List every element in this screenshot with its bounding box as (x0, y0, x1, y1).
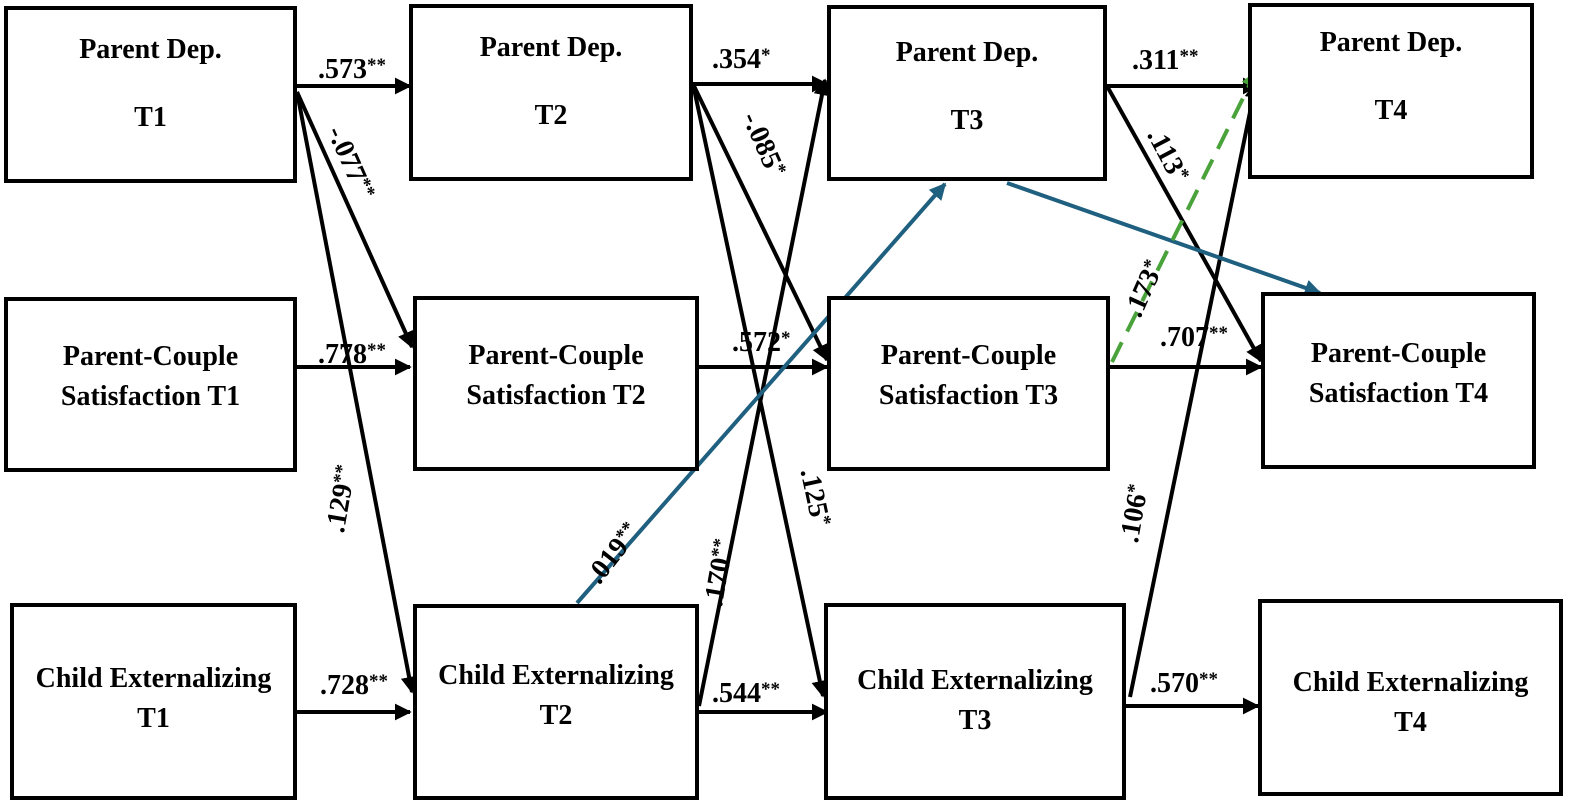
coef-sig: ** (367, 340, 386, 361)
arrow-dep-t3-to-sat-t4 (1105, 85, 1263, 363)
coef-value: .707 (1160, 322, 1209, 353)
node-label-line2: T1 (134, 102, 167, 133)
arrow-blue-ext-t2-to-dep-t3 (575, 182, 947, 605)
node-child-ext-t1: Child Externalizing T1 (10, 603, 297, 800)
node-child-ext-t2: Child Externalizing T2 (413, 604, 699, 800)
coef-value: .354 (712, 44, 761, 75)
arrow-ext-t3-to-dep-t4 (1128, 81, 1262, 698)
node-label-line2: T4 (1394, 707, 1427, 738)
arrow-dep-t2-to-ext-t3 (691, 83, 829, 698)
coef-sig: ** (1179, 46, 1199, 67)
node-label-line2: T2 (539, 700, 573, 731)
node-label-line2: T4 (1374, 95, 1408, 126)
node-label-line2: T3 (950, 105, 984, 136)
coef-value: .778 (318, 339, 367, 370)
node-label-line1: Parent Dep. (479, 32, 623, 63)
node-label-line1: Child Externalizing (438, 660, 674, 691)
coef-sig: ** (369, 671, 388, 692)
node-label-line1: Parent-Couple (1310, 338, 1487, 369)
coef-sig: ** (707, 536, 732, 560)
node-label-line1: Child Externalizing (857, 665, 1093, 696)
coef-sat-t2-sat-t3: .572* (732, 327, 791, 358)
node-label-line1: Parent Dep. (895, 37, 1039, 68)
coef-ext-t3-ext-t4: .570** (1150, 668, 1218, 699)
coef-value: .570 (1150, 668, 1199, 699)
coef-sat-t1-sat-t2: .778** (318, 339, 386, 370)
node-parent-dep-t2: Parent Dep. T2 (409, 4, 693, 181)
node-label-line2: Satisfaction T2 (466, 380, 646, 411)
node-child-ext-t4: Child Externalizing T4 (1258, 599, 1563, 796)
node-couple-satisfaction-t4: Parent-Couple Satisfaction T4 (1261, 292, 1536, 469)
node-label-line1: Parent Dep. (1319, 27, 1463, 58)
coef-sig: * (781, 328, 791, 349)
arrow-dep-t1-to-sat-t2 (295, 91, 414, 349)
coef-sat-t3-sat-t4: .707** (1160, 322, 1228, 353)
coef-sig: ** (1199, 669, 1218, 690)
coef-ext-t1-ext-t2: .728** (320, 670, 388, 701)
coef-ext-t2-ext-t3: .544** (712, 678, 780, 709)
arrow-blue-dep-t3-to-sat-t4 (1006, 181, 1322, 296)
node-label-line1: Parent Dep. (79, 34, 222, 65)
coef-sig: * (761, 45, 771, 66)
node-parent-dep-t4: Parent Dep. T4 (1248, 3, 1534, 179)
coef-value: .544 (712, 678, 761, 709)
coef-sig: ** (761, 679, 780, 700)
node-label-line2: Satisfaction T1 (60, 381, 241, 412)
arrow-dep-t2-to-sat-t3 (691, 83, 829, 362)
node-couple-satisfaction-t3: Parent-Couple Satisfaction T3 (827, 296, 1110, 471)
node-label-line2: Satisfaction T3 (878, 380, 1059, 411)
coef-sig: ** (1209, 323, 1228, 344)
coef-value: .728 (320, 670, 369, 701)
node-child-ext-t3: Child Externalizing T3 (824, 603, 1126, 800)
node-couple-satisfaction-t2: Parent-Couple Satisfaction T2 (413, 296, 699, 471)
node-label-line2: T3 (958, 705, 992, 736)
coef-value: .573 (318, 54, 367, 85)
node-label-line2: T1 (137, 703, 170, 734)
arrow-green-sat-t3-to-dep-t4 (1110, 70, 1258, 363)
node-label-line1: Parent-Couple (468, 340, 644, 371)
arrow-dep-t1-to-ext-t2 (295, 91, 418, 694)
node-label-line1: Parent-Couple (880, 340, 1057, 371)
coef-sig: ** (367, 55, 386, 76)
node-label-line1: Parent-Couple (62, 341, 239, 372)
coef-dep-t3-dep-t4: .311** (1132, 45, 1199, 76)
node-parent-dep-t1: Parent Dep. T1 (4, 6, 297, 183)
node-parent-dep-t3: Parent Dep. T3 (827, 5, 1107, 181)
node-label-line2: T2 (534, 100, 568, 131)
node-label-line2: Satisfaction T4 (1308, 378, 1489, 409)
coef-value: .311 (1132, 45, 1180, 76)
coef-sig: ** (329, 462, 354, 486)
node-label-line1: Child Externalizing (35, 663, 272, 694)
node-couple-satisfaction-t1: Parent-Couple Satisfaction T1 (4, 297, 297, 472)
coef-dep-t2-dep-t3: .354* (712, 44, 771, 75)
node-label-line1: Child Externalizing (1292, 667, 1529, 698)
coef-dep-t1-dep-t2: .573** (318, 54, 386, 85)
coef-value: .572 (732, 327, 781, 358)
